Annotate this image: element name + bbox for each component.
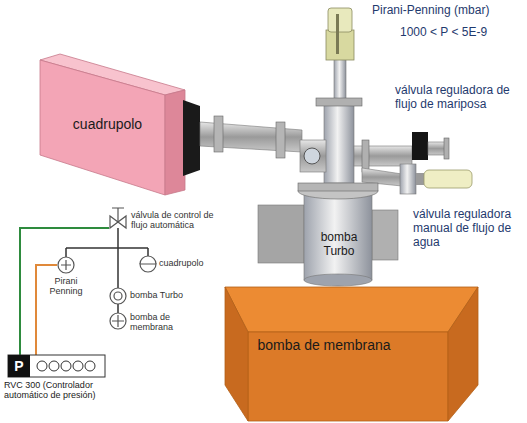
turbo-pump — [304, 274, 372, 286]
pirani-penning-gauge — [328, 8, 352, 32]
membrane-pump-box: bomba de membrana — [244, 334, 404, 356]
controller-panel — [61, 361, 71, 371]
controller-panel — [85, 361, 95, 371]
quadrupole-housing — [40, 54, 200, 195]
schematic-wires — [36, 265, 57, 355]
node-label: bomba de membrana — [257, 337, 390, 353]
pressure-range: 1000 < P < 5E-9 — [400, 26, 520, 40]
turbo-pump — [258, 183, 398, 286]
schematic-valve-symbol — [110, 208, 126, 228]
pirani-penning-gauge — [336, 14, 339, 54]
needle-valve — [400, 164, 416, 194]
pirani-penning-gauge — [326, 8, 354, 102]
pirani-penning-gauge — [326, 30, 354, 60]
schematic-pump-symbols — [110, 288, 126, 329]
schematic-label: bomba Turbo — [130, 290, 210, 300]
turbo-pump — [298, 183, 378, 191]
part-name: válvula reguladora manual de flujo de ag… — [413, 208, 521, 249]
controller-panel — [8, 355, 105, 377]
butterfly-valve — [444, 138, 449, 159]
pirani-penning-gauge — [334, 58, 346, 102]
turbo-pump — [298, 183, 378, 199]
schematic-gauge-symbols — [140, 256, 156, 264]
node-label: P — [8, 355, 30, 377]
membrane-pump-housing — [225, 287, 478, 421]
needle-valve — [424, 170, 472, 188]
schematic-gauge-symbols — [58, 256, 156, 273]
schematic-label: válvula de control de flujo automática — [131, 210, 223, 231]
turbo-pump — [304, 194, 372, 280]
turbo-pump — [258, 205, 304, 263]
schematic-label: cuadrupolo — [159, 258, 219, 268]
turbo-pump — [372, 210, 398, 260]
controller-panel — [49, 361, 59, 371]
quadrupole-box: cuadrupolo — [55, 108, 160, 140]
membrane-pump-housing — [248, 332, 448, 421]
butterfly-valve — [412, 132, 428, 160]
vacuum-cross — [362, 140, 369, 172]
schematic-wires — [20, 228, 109, 355]
needle-valve — [416, 173, 424, 185]
connection-tube — [214, 116, 223, 152]
quadrupole-housing — [183, 100, 200, 176]
turbo-pump-body: bomba Turbo — [308, 224, 370, 266]
butterfly-valve — [412, 132, 449, 160]
node-label: cuadrupolo — [73, 116, 142, 132]
membrane-pump-housing — [448, 287, 478, 421]
quadrupole-housing — [40, 60, 165, 195]
schematic-pump-symbols — [112, 315, 124, 327]
vacuum-cross — [300, 140, 326, 172]
node-caption: RVC 300 (Controlador automático de presi… — [4, 380, 129, 401]
vacuum-cross — [300, 98, 412, 190]
pressure-controller: PRVC 300 (Controlador automático de pres… — [8, 355, 105, 377]
schematic-wires — [66, 247, 148, 249]
schematic-pump-symbols — [110, 288, 126, 304]
node-label: bomba Turbo — [308, 231, 370, 259]
vacuum-cross — [304, 148, 320, 164]
membrane-pump-housing — [225, 287, 478, 332]
membrane-pump-housing — [225, 287, 248, 421]
schematic-pump-symbols — [110, 313, 126, 329]
butterfly-valve — [428, 142, 446, 155]
vacuum-cross — [316, 98, 362, 106]
connection-tube — [276, 122, 285, 158]
schematic-gauge-symbols — [140, 264, 156, 272]
schematic-label: bomba de membrana — [130, 312, 182, 333]
gauge-title: Pirani-Penning (mbar) — [372, 4, 522, 18]
quadrupole-housing — [165, 90, 185, 195]
schematic-gauge-symbols — [58, 257, 74, 273]
part-name: válvula reguladora de flujo de mariposa — [395, 84, 520, 112]
schematic-wires — [66, 248, 148, 313]
schematic-gauge-symbols — [61, 260, 71, 270]
connection-tube — [200, 116, 302, 158]
controller-panel — [37, 361, 47, 371]
schematic-pump-symbols — [114, 292, 122, 300]
vacuum-cross — [324, 100, 354, 190]
needle-valve — [362, 164, 472, 194]
schematic-wires — [20, 228, 148, 355]
schematic-valve-symbol — [112, 208, 124, 222]
schematic-wires — [117, 228, 119, 288]
schematic-label: Pirani Penning — [44, 276, 88, 297]
controller-panel — [8, 355, 105, 377]
controller-panel — [73, 361, 83, 371]
